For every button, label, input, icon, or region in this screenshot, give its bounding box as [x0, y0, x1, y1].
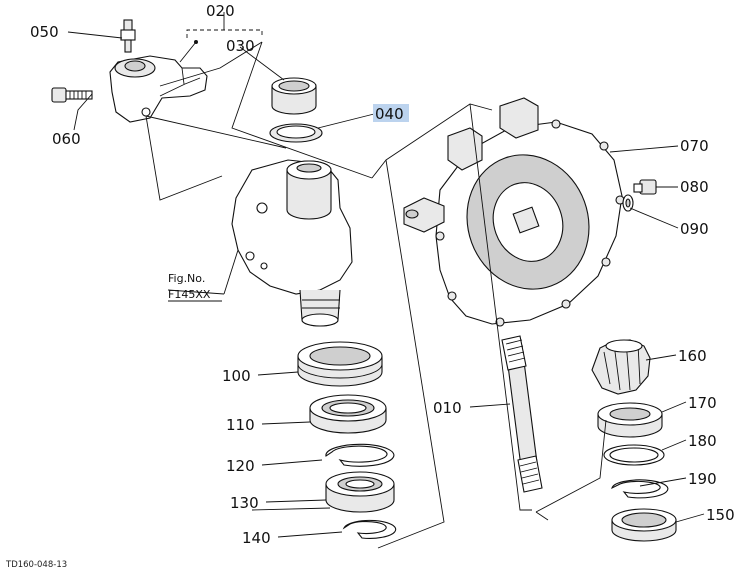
part-labels: 020 050 030 040 060 070 080 090 160 100 … [30, 2, 735, 547]
label-010[interactable]: 010 [433, 399, 462, 417]
shaft-010[interactable] [501, 335, 543, 493]
group-bracket-020 [186, 29, 263, 38]
label-130[interactable]: 130 [230, 494, 259, 512]
shim-180[interactable] [603, 444, 665, 466]
label-060[interactable]: 060 [52, 130, 81, 148]
label-140[interactable]: 140 [242, 529, 271, 547]
label-100[interactable]: 100 [222, 367, 251, 385]
label-020[interactable]: 020 [206, 2, 235, 20]
bolt-060[interactable] [51, 87, 93, 103]
seal-150[interactable] [611, 508, 677, 542]
fig-ref-line2[interactable]: F145XX [168, 288, 211, 301]
drawing-id: TD160-048-13 [5, 560, 67, 570]
snap-ring-120[interactable] [325, 443, 395, 467]
label-070[interactable]: 070 [680, 137, 709, 155]
label-160[interactable]: 160 [678, 347, 707, 365]
bearing-170[interactable] [597, 402, 663, 438]
label-190[interactable]: 190 [688, 470, 717, 488]
seal-040[interactable] [269, 123, 323, 143]
label-150[interactable]: 150 [706, 506, 735, 524]
gear-case-070[interactable] [403, 97, 625, 327]
knuckle-support-reference [231, 159, 353, 327]
plug-080[interactable] [633, 179, 657, 195]
seal-100[interactable] [297, 341, 383, 387]
bushing-030[interactable] [271, 77, 317, 115]
bolt-050[interactable] [120, 19, 136, 53]
figure-reference: Fig.No. F145XX [168, 272, 222, 302]
label-110[interactable]: 110 [226, 416, 255, 434]
label-120[interactable]: 120 [226, 457, 255, 475]
label-050[interactable]: 050 [30, 23, 59, 41]
snap-ring-140[interactable] [342, 519, 397, 539]
washer-090[interactable] [622, 194, 634, 212]
bevel-gear-160[interactable] [591, 339, 651, 395]
label-040[interactable]: 040 [375, 105, 404, 123]
snap-ring-190[interactable] [611, 479, 669, 499]
label-170[interactable]: 170 [688, 394, 717, 412]
bracket-assembly-020[interactable] [109, 55, 208, 123]
leader-lines [67, 12, 705, 538]
fig-ref-line1: Fig.No. [168, 272, 205, 285]
bearing-130[interactable] [325, 471, 395, 513]
label-080[interactable]: 080 [680, 178, 709, 196]
bearing-110[interactable] [309, 394, 387, 434]
label-180[interactable]: 180 [688, 432, 717, 450]
assembly-guide-lines [145, 41, 607, 549]
label-030[interactable]: 030 [226, 37, 255, 55]
label-040-highlight [373, 104, 409, 122]
label-090[interactable]: 090 [680, 220, 709, 238]
